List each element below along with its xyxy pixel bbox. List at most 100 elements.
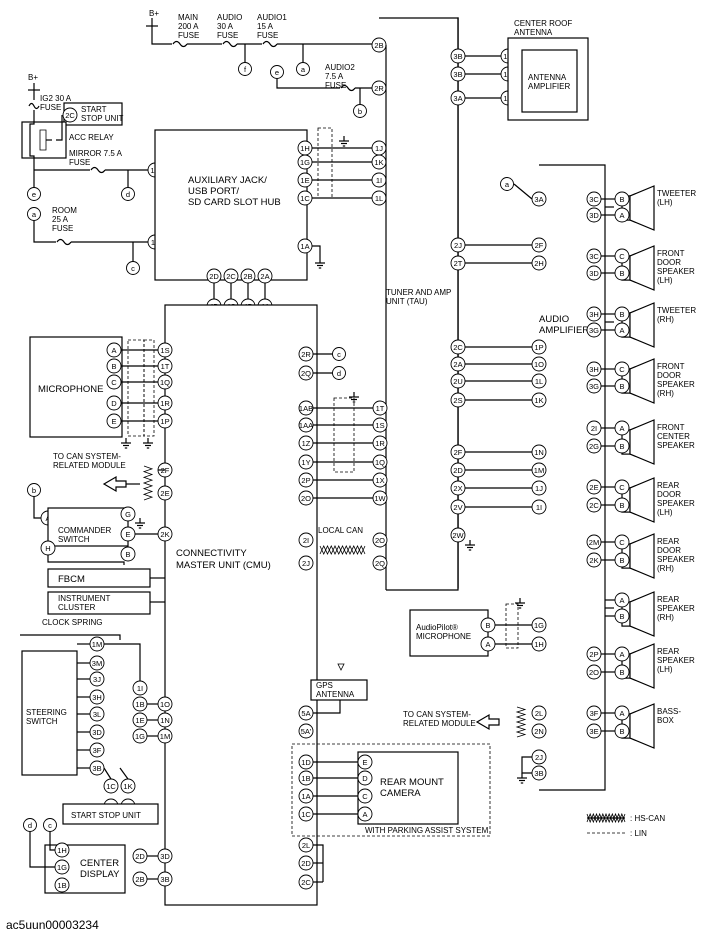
speaker-cone bbox=[629, 477, 655, 523]
pin-label: 2W bbox=[452, 531, 464, 540]
speaker-cone bbox=[629, 419, 655, 465]
pin-label: 1S bbox=[160, 346, 169, 355]
pin-label: 2C bbox=[453, 343, 463, 352]
connector-pin bbox=[372, 435, 388, 451]
pin-label: 3A bbox=[534, 195, 543, 204]
fbcm-label: FBCM bbox=[58, 574, 85, 585]
pin-label: 1A bbox=[301, 792, 310, 801]
pin-label: C bbox=[619, 365, 625, 374]
pin-label: 2Q bbox=[375, 559, 385, 568]
pin-label: 2R bbox=[301, 350, 311, 359]
connector-pin bbox=[531, 373, 547, 389]
cmu-lin-shield bbox=[333, 397, 355, 473]
speaker-cone bbox=[629, 703, 655, 749]
speaker-cone bbox=[629, 533, 655, 579]
pin-label: 2B bbox=[243, 272, 252, 281]
pin-label: 1I bbox=[376, 176, 382, 185]
pin-label: 1K bbox=[123, 782, 132, 791]
pin-label: 3J bbox=[93, 675, 101, 684]
pin-label: 2J bbox=[535, 753, 543, 762]
wire bbox=[313, 700, 341, 714]
pin-label: A bbox=[485, 640, 490, 649]
connector-pin bbox=[157, 485, 173, 501]
pin-label: 1C bbox=[301, 810, 311, 819]
pin-label: A bbox=[619, 709, 624, 718]
pin-label: 2F bbox=[535, 241, 544, 250]
pin-label: 3F bbox=[590, 709, 599, 718]
wire bbox=[29, 832, 55, 868]
ref-circle bbox=[353, 104, 367, 118]
connector-pin bbox=[531, 191, 547, 207]
microphone-label: MICROPHONE bbox=[38, 384, 103, 395]
pin-label: 1G bbox=[300, 158, 310, 167]
connector-pin bbox=[531, 462, 547, 478]
pin-label: 2U bbox=[453, 377, 463, 386]
audiopilot-mic-box bbox=[409, 609, 489, 657]
ref-circle bbox=[23, 818, 37, 832]
wire bbox=[33, 497, 42, 519]
ref-label: c bbox=[131, 264, 135, 273]
pin-label: 2D bbox=[301, 859, 311, 868]
speaker-cone bbox=[629, 245, 655, 291]
pin-label: E bbox=[111, 417, 116, 426]
wire bbox=[513, 183, 533, 200]
pin-label: B bbox=[619, 382, 624, 391]
pin-label: 2B bbox=[135, 875, 144, 884]
pin-label: 1C bbox=[106, 782, 116, 791]
pin-label: 1AB bbox=[299, 404, 313, 413]
ref-circle bbox=[43, 818, 57, 832]
pin-label: C bbox=[619, 252, 625, 261]
pin-label: 1G bbox=[135, 732, 145, 741]
connector-pin bbox=[357, 770, 373, 786]
wire bbox=[104, 643, 141, 681]
fuse-symbol bbox=[56, 238, 72, 246]
connector-pin bbox=[531, 339, 547, 355]
wire bbox=[151, 26, 172, 45]
mic-shield-inner bbox=[143, 339, 155, 437]
antenna-amplifier-box bbox=[521, 49, 578, 113]
ref-label: e bbox=[32, 190, 36, 199]
instrument-cluster-box bbox=[47, 591, 151, 615]
pin-label: B bbox=[619, 442, 624, 451]
pin-label: 1I bbox=[536, 503, 542, 512]
legend-lin-label: : LIN bbox=[630, 829, 647, 838]
pin-label: D bbox=[362, 774, 368, 783]
pin-label: 2P bbox=[589, 650, 598, 659]
connector-pin bbox=[531, 356, 547, 372]
can-arrow-lower bbox=[475, 713, 500, 731]
pin-label: 3B bbox=[160, 875, 169, 884]
wire bbox=[33, 221, 56, 243]
pin-label: 1K bbox=[374, 158, 383, 167]
pin-label: A bbox=[619, 650, 624, 659]
to-can-lower-label: TO CAN SYSTEM-RELATED MODULE bbox=[403, 710, 476, 728]
pin-label: 3L bbox=[93, 710, 101, 719]
ref-circle bbox=[500, 177, 514, 191]
wire bbox=[313, 844, 324, 882]
pin-label: 1K bbox=[534, 396, 543, 405]
pin-label: 1R bbox=[160, 399, 170, 408]
to-can-upper-label: TO CAN SYSTEM-RELATED MODULE bbox=[53, 452, 126, 470]
pin-label: B bbox=[619, 668, 624, 677]
wire bbox=[119, 767, 129, 780]
pin-label: 3F bbox=[93, 746, 102, 755]
connector-pin bbox=[372, 454, 388, 470]
speaker-cone bbox=[629, 358, 655, 404]
pin-label: 1I bbox=[137, 684, 143, 693]
ref-label: c bbox=[337, 350, 341, 359]
fuse-symbol bbox=[222, 40, 238, 48]
pin-label: 1H bbox=[534, 640, 544, 649]
pin-label: 1C bbox=[300, 194, 310, 203]
pin-label: 1G bbox=[57, 863, 67, 872]
b-plus-left-label: B+ bbox=[28, 73, 38, 82]
pin-label: E bbox=[362, 758, 367, 767]
relay-coil bbox=[39, 129, 47, 151]
pin-label: 3G bbox=[589, 326, 599, 335]
